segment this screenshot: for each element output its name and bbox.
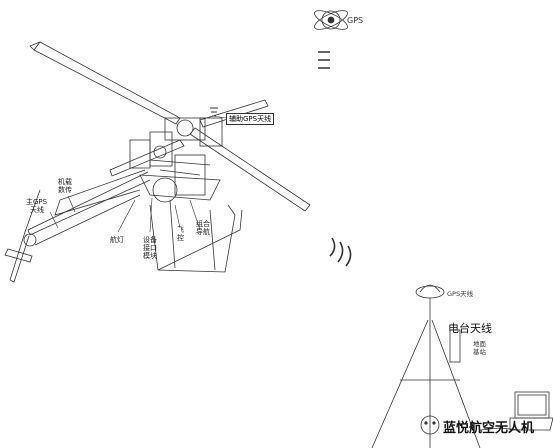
aux-gps-label: 辅助GPS天线 (226, 113, 275, 125)
watermark-icon (420, 415, 440, 435)
laptop-icon (479, 391, 553, 431)
landing-skids (149, 199, 243, 273)
radio-antenna-label: 电台天线 (448, 322, 492, 335)
main-gps-label-2: 天线 (30, 206, 44, 214)
main-gps-label-1: 主GPS (26, 198, 48, 206)
ground-gps-label: GPS天线 (447, 290, 474, 298)
leader-lines (49, 115, 227, 233)
ground-tripod (371, 284, 481, 448)
rotor-head (129, 117, 223, 201)
satellite-label: GPS (347, 16, 364, 25)
tail-boom (27, 169, 178, 246)
airborne-label-1: 机载 (58, 178, 72, 186)
satellite-icon (314, 10, 348, 30)
base-station-label-1: 地面 (473, 340, 486, 348)
aux-gps-wave-icon (210, 107, 218, 117)
airborne-label-2: 数传 (58, 186, 72, 194)
main-rotor (29, 41, 311, 212)
fly-control-label-2: 控 (177, 234, 184, 242)
combo-nav-label-1: 组合 (196, 220, 210, 228)
device-label-2: 接口 (143, 244, 157, 252)
device-label-3: 模块 (143, 252, 157, 260)
base-station-label-2: 基站 (473, 348, 486, 356)
device-label-1: 设备 (143, 236, 157, 244)
signal-icon (318, 51, 352, 267)
nav-light-label: 航灯 (110, 236, 124, 244)
fly-control-label-1: 飞 (177, 226, 184, 234)
watermark-text: 蓝悦航空无人机 (443, 421, 535, 436)
tail-rotor (4, 189, 41, 283)
combo-nav-label-2: 导航 (196, 228, 210, 236)
